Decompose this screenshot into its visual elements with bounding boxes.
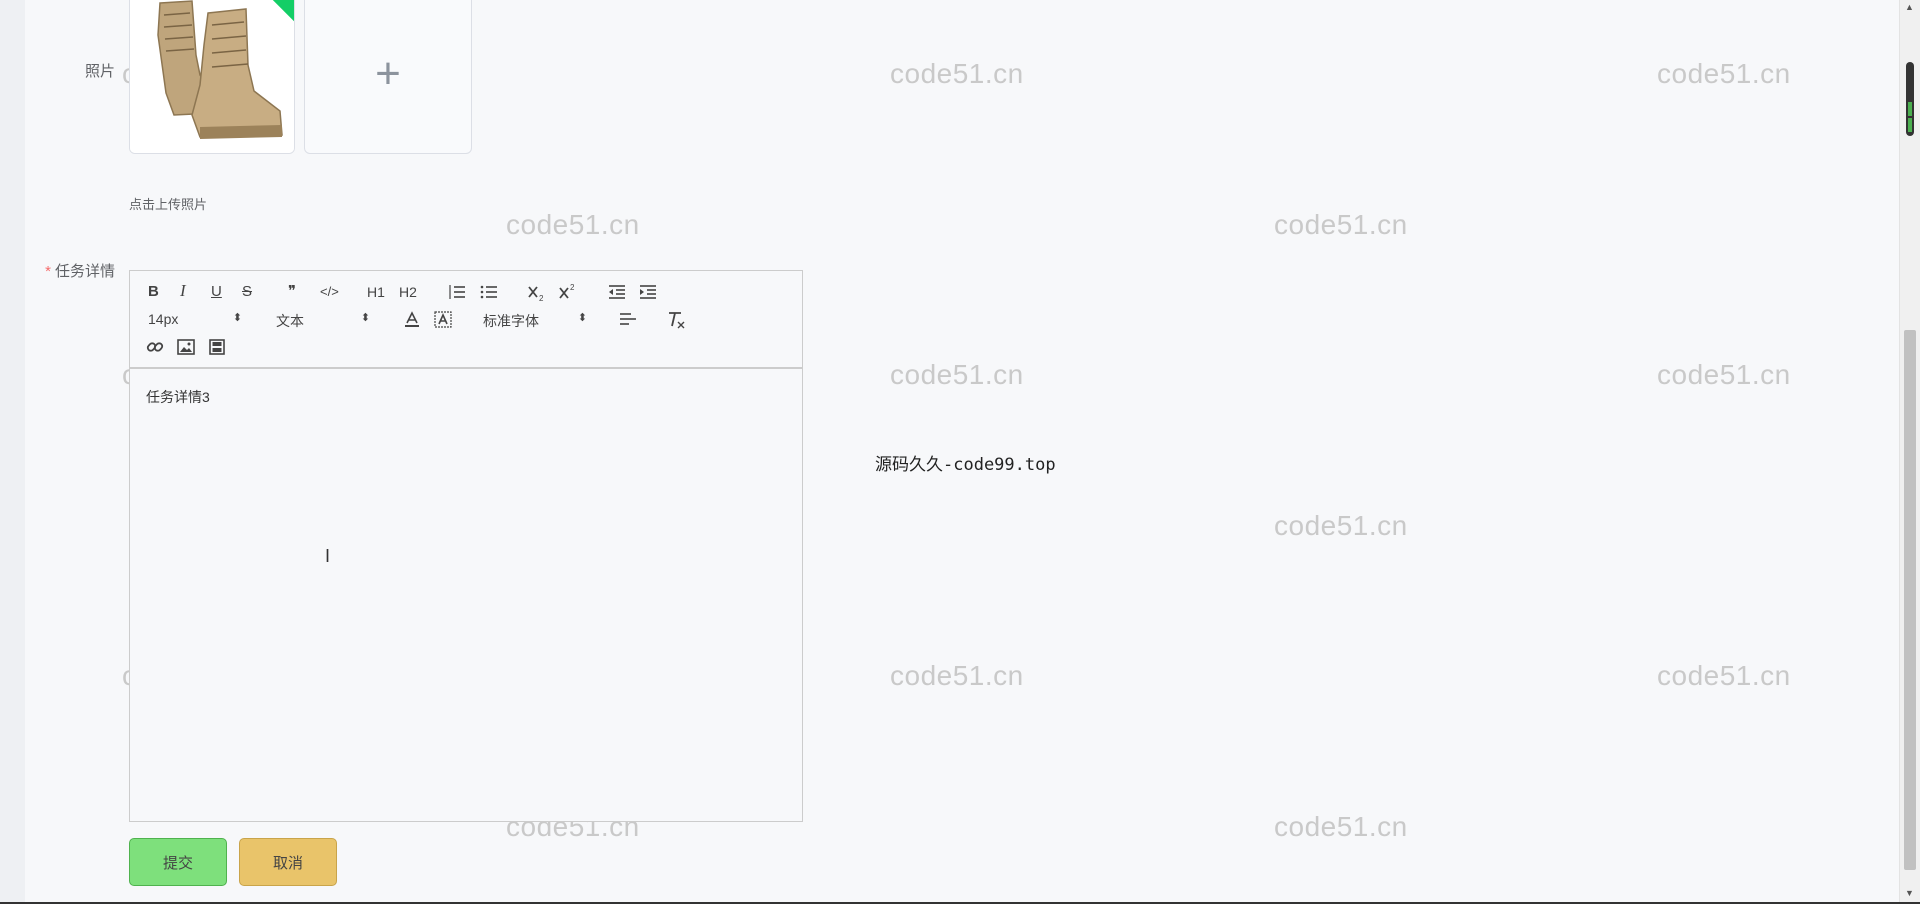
header-picker[interactable]: 文本 ⬍ [276, 311, 370, 331]
background-color-icon[interactable] [434, 311, 452, 329]
site-watermark-text: 源码久久-code99.top [875, 450, 1056, 475]
boots-image [130, 0, 294, 153]
upload-tip: 点击上传照片 [129, 197, 208, 212]
picker-arrow-icon: ⬍ [360, 312, 370, 324]
h2-button[interactable]: H2 [399, 284, 417, 300]
font-color-icon[interactable] [403, 311, 421, 329]
superscript-icon[interactable]: 2 [559, 283, 577, 301]
plus-icon: + [375, 49, 401, 98]
bold-button[interactable]: B [148, 283, 159, 300]
picker-arrow-icon: ⬍ [577, 312, 587, 324]
video-icon[interactable] [209, 339, 225, 355]
image-icon[interactable] [177, 339, 195, 355]
left-margin [0, 0, 25, 904]
font-family-picker[interactable]: 标准字体 ⬍ [483, 311, 587, 331]
cancel-button[interactable]: 取消 [239, 838, 337, 886]
font-size-picker[interactable]: 14px ⬍ [148, 311, 242, 327]
text-cursor-icon: I [325, 546, 331, 566]
editor-content: 任务详情3 [146, 389, 210, 405]
scroll-down-icon[interactable]: ▼ [1905, 888, 1914, 898]
rich-text-editor[interactable]: 任务详情3 [129, 368, 803, 822]
italic-button[interactable]: I [180, 281, 186, 300]
subscript-icon[interactable]: 2 [528, 284, 546, 302]
task-detail-label-text: 任务详情 [54, 263, 115, 280]
bottom-border [0, 902, 1920, 904]
required-mark: * [45, 263, 51, 280]
svg-text:2: 2 [570, 283, 575, 292]
svg-text:2: 2 [539, 294, 544, 302]
align-left-icon[interactable] [619, 312, 637, 328]
underline-button[interactable]: U [211, 283, 222, 300]
ordered-list-icon[interactable] [448, 284, 466, 300]
blockquote-button[interactable]: ❞ [288, 283, 297, 300]
submit-button[interactable]: 提交 [129, 838, 227, 886]
site-domain: -code99.top [943, 455, 1056, 475]
font-size-value: 14px [148, 311, 179, 327]
code-block-button[interactable]: </> [320, 284, 339, 299]
uploaded-photo[interactable] [129, 0, 295, 154]
photo-label: 照片 [84, 63, 115, 80]
scroll-indicator [1906, 62, 1914, 136]
scroll-thumb[interactable] [1904, 330, 1916, 870]
picker-arrow-icon: ⬍ [232, 312, 242, 324]
clear-format-icon[interactable] [666, 311, 686, 329]
strike-button[interactable]: S [242, 283, 253, 300]
vertical-scrollbar[interactable]: ▲ ▼ [1899, 0, 1920, 904]
header-value: 文本 [276, 313, 304, 329]
task-detail-label: *任务详情 [15, 260, 115, 281]
outdent-icon[interactable] [608, 284, 626, 300]
upload-button[interactable]: + [304, 0, 472, 154]
editor-toolbar: B I U S ❞ </> H1 H2 2 2 [129, 270, 803, 368]
h1-button[interactable]: H1 [367, 284, 385, 300]
site-name: 源码久久 [875, 455, 943, 475]
bullet-list-icon[interactable] [480, 284, 498, 300]
indent-icon[interactable] [639, 284, 657, 300]
scroll-up-icon[interactable]: ▲ [1905, 2, 1914, 12]
link-icon[interactable] [146, 338, 164, 356]
font-family-value: 标准字体 [483, 313, 539, 329]
